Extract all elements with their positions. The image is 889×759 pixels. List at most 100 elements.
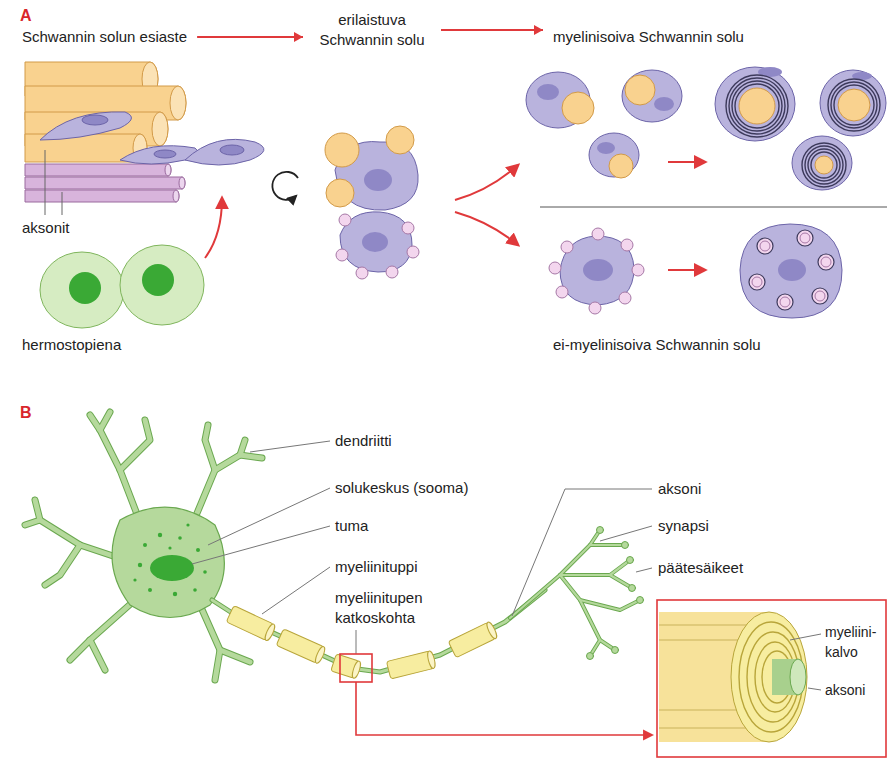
non-myelinating-cells-part	[749, 230, 834, 310]
differentiating-cells-part	[455, 212, 518, 245]
myelinating-cells-part	[609, 154, 633, 178]
myelinating-cells-part	[562, 92, 594, 124]
neuron-part-part	[331, 654, 362, 679]
differentiating-cells-part	[325, 133, 359, 167]
neuron-part-part	[173, 592, 177, 596]
neuron-part-part-part	[426, 650, 436, 669]
non-myelinating-cells-part	[560, 236, 634, 305]
myelin-inset	[657, 600, 886, 757]
leader-lines-part	[636, 568, 652, 572]
neuron-part-part-part	[263, 623, 276, 642]
axon-bundle-part-part	[220, 145, 244, 155]
zoom-arrow	[356, 682, 652, 735]
neural-crest-cells-part	[120, 245, 204, 325]
axon-bundle-part-part	[185, 139, 264, 165]
myelinating-cells-part-part	[735, 84, 779, 128]
part-label: tuma	[335, 516, 368, 536]
non-myelinating-cells-part-part	[561, 241, 573, 253]
stage-title: erilaistuva Schwannin solu	[313, 10, 431, 50]
neuron-part-part	[560, 560, 630, 575]
myelinating-cells-part	[537, 84, 559, 100]
non-myelinating-cells-part-part	[821, 257, 831, 267]
part-label: aksoni	[658, 479, 701, 499]
myelinating-cells-part	[815, 156, 833, 174]
neuron-part-part	[448, 621, 498, 658]
neuron-part-part	[90, 640, 105, 670]
neuron-part-part	[226, 606, 276, 642]
axon-bundle-part-part	[120, 146, 198, 164]
neuron-part-part	[186, 523, 189, 526]
neuron-part-part-part	[485, 621, 498, 640]
part-label: myeliinitupen katkoskohta	[335, 588, 447, 628]
neuron-part-part	[560, 575, 640, 610]
non-myelinating-cells-part	[583, 259, 613, 281]
non-myelinating-cells-part-part	[549, 262, 561, 274]
neuron-part-part	[629, 585, 636, 592]
leader-lines-part	[262, 567, 330, 614]
axon-bundle-part-part	[25, 190, 179, 202]
differentiating-cells-part-part	[336, 249, 348, 261]
non-myelinating-cells-part-part	[818, 254, 834, 270]
myelinating-cells-part	[622, 70, 682, 122]
neuron-part-part	[627, 557, 634, 564]
neuron-part-part	[276, 629, 326, 665]
neuron-part-part	[90, 415, 140, 522]
axon-bundle-part-part	[173, 190, 179, 202]
non-myelinating-cells-part-part	[777, 294, 793, 310]
non-myelinating-cells-part-part	[812, 288, 828, 304]
myelinating-cells-part-part	[831, 82, 877, 128]
neuron-part-part	[200, 605, 220, 680]
myelinating-cells-part-part	[808, 149, 840, 181]
neuron-part-part	[220, 650, 250, 662]
neural-crest-cells-part	[69, 272, 101, 304]
part-label: dendriitti	[335, 431, 392, 451]
neuron-part-part	[148, 588, 152, 592]
neuron-part-part	[120, 420, 150, 470]
neuron-part-part	[168, 546, 171, 549]
neuron-part-part	[240, 455, 262, 458]
non-myelinating-cells-part-part	[815, 291, 825, 301]
neuron-part	[150, 555, 194, 581]
axon-bundle-part-part	[25, 164, 171, 176]
myelin-inset-part	[790, 659, 806, 695]
neuron-part-part	[35, 500, 40, 520]
differentiating-cells-part	[386, 126, 414, 154]
neural-crest-cells	[40, 198, 222, 328]
non-myelinating-cells-part-part	[619, 292, 631, 304]
axon-bundle	[25, 62, 264, 215]
neuron-part-part	[637, 597, 644, 604]
differentiating-cells-part	[340, 212, 412, 272]
part-label: päätesäikeet	[658, 558, 743, 578]
differentiating-cells-part	[455, 165, 518, 200]
neuron-part	[510, 530, 640, 656]
myelinating-cells-part	[589, 133, 639, 177]
stage-heading: erilaistuva Schwannin solu	[313, 10, 431, 50]
neuron-part-part	[386, 650, 436, 679]
neuron-part-part-part	[351, 660, 362, 679]
myelinating-cells-part	[820, 70, 886, 136]
axon-bundle-part-part	[170, 86, 186, 120]
non-myelinating-cells-part	[740, 224, 842, 318]
neuron-part-part	[100, 412, 110, 430]
myelin-inset-part	[731, 612, 807, 742]
myelinating-cells-part	[739, 88, 775, 124]
myelinating-cells-part-part	[828, 79, 880, 131]
myelinating-cells-part	[726, 75, 788, 137]
neuron-part-part	[120, 420, 150, 470]
neuron-part-part	[622, 542, 629, 549]
axon-bundle-part	[40, 112, 264, 165]
leader-lines-part	[250, 441, 330, 452]
myelinating-cells-part-part	[729, 78, 785, 134]
neuron-part-part	[220, 650, 250, 662]
axon-bundle-part-part	[40, 112, 131, 140]
myelin-inset-part	[657, 600, 886, 757]
part-label: aksoni	[825, 680, 865, 700]
non-myelinating-cells	[549, 224, 842, 318]
neuron-part-part	[560, 560, 630, 575]
part-label: solukeskus (sooma)	[335, 478, 468, 498]
leader-lines	[192, 441, 652, 654]
axon-bundle-part-part	[152, 112, 168, 146]
non-myelinating-cells-part-part	[621, 239, 633, 251]
